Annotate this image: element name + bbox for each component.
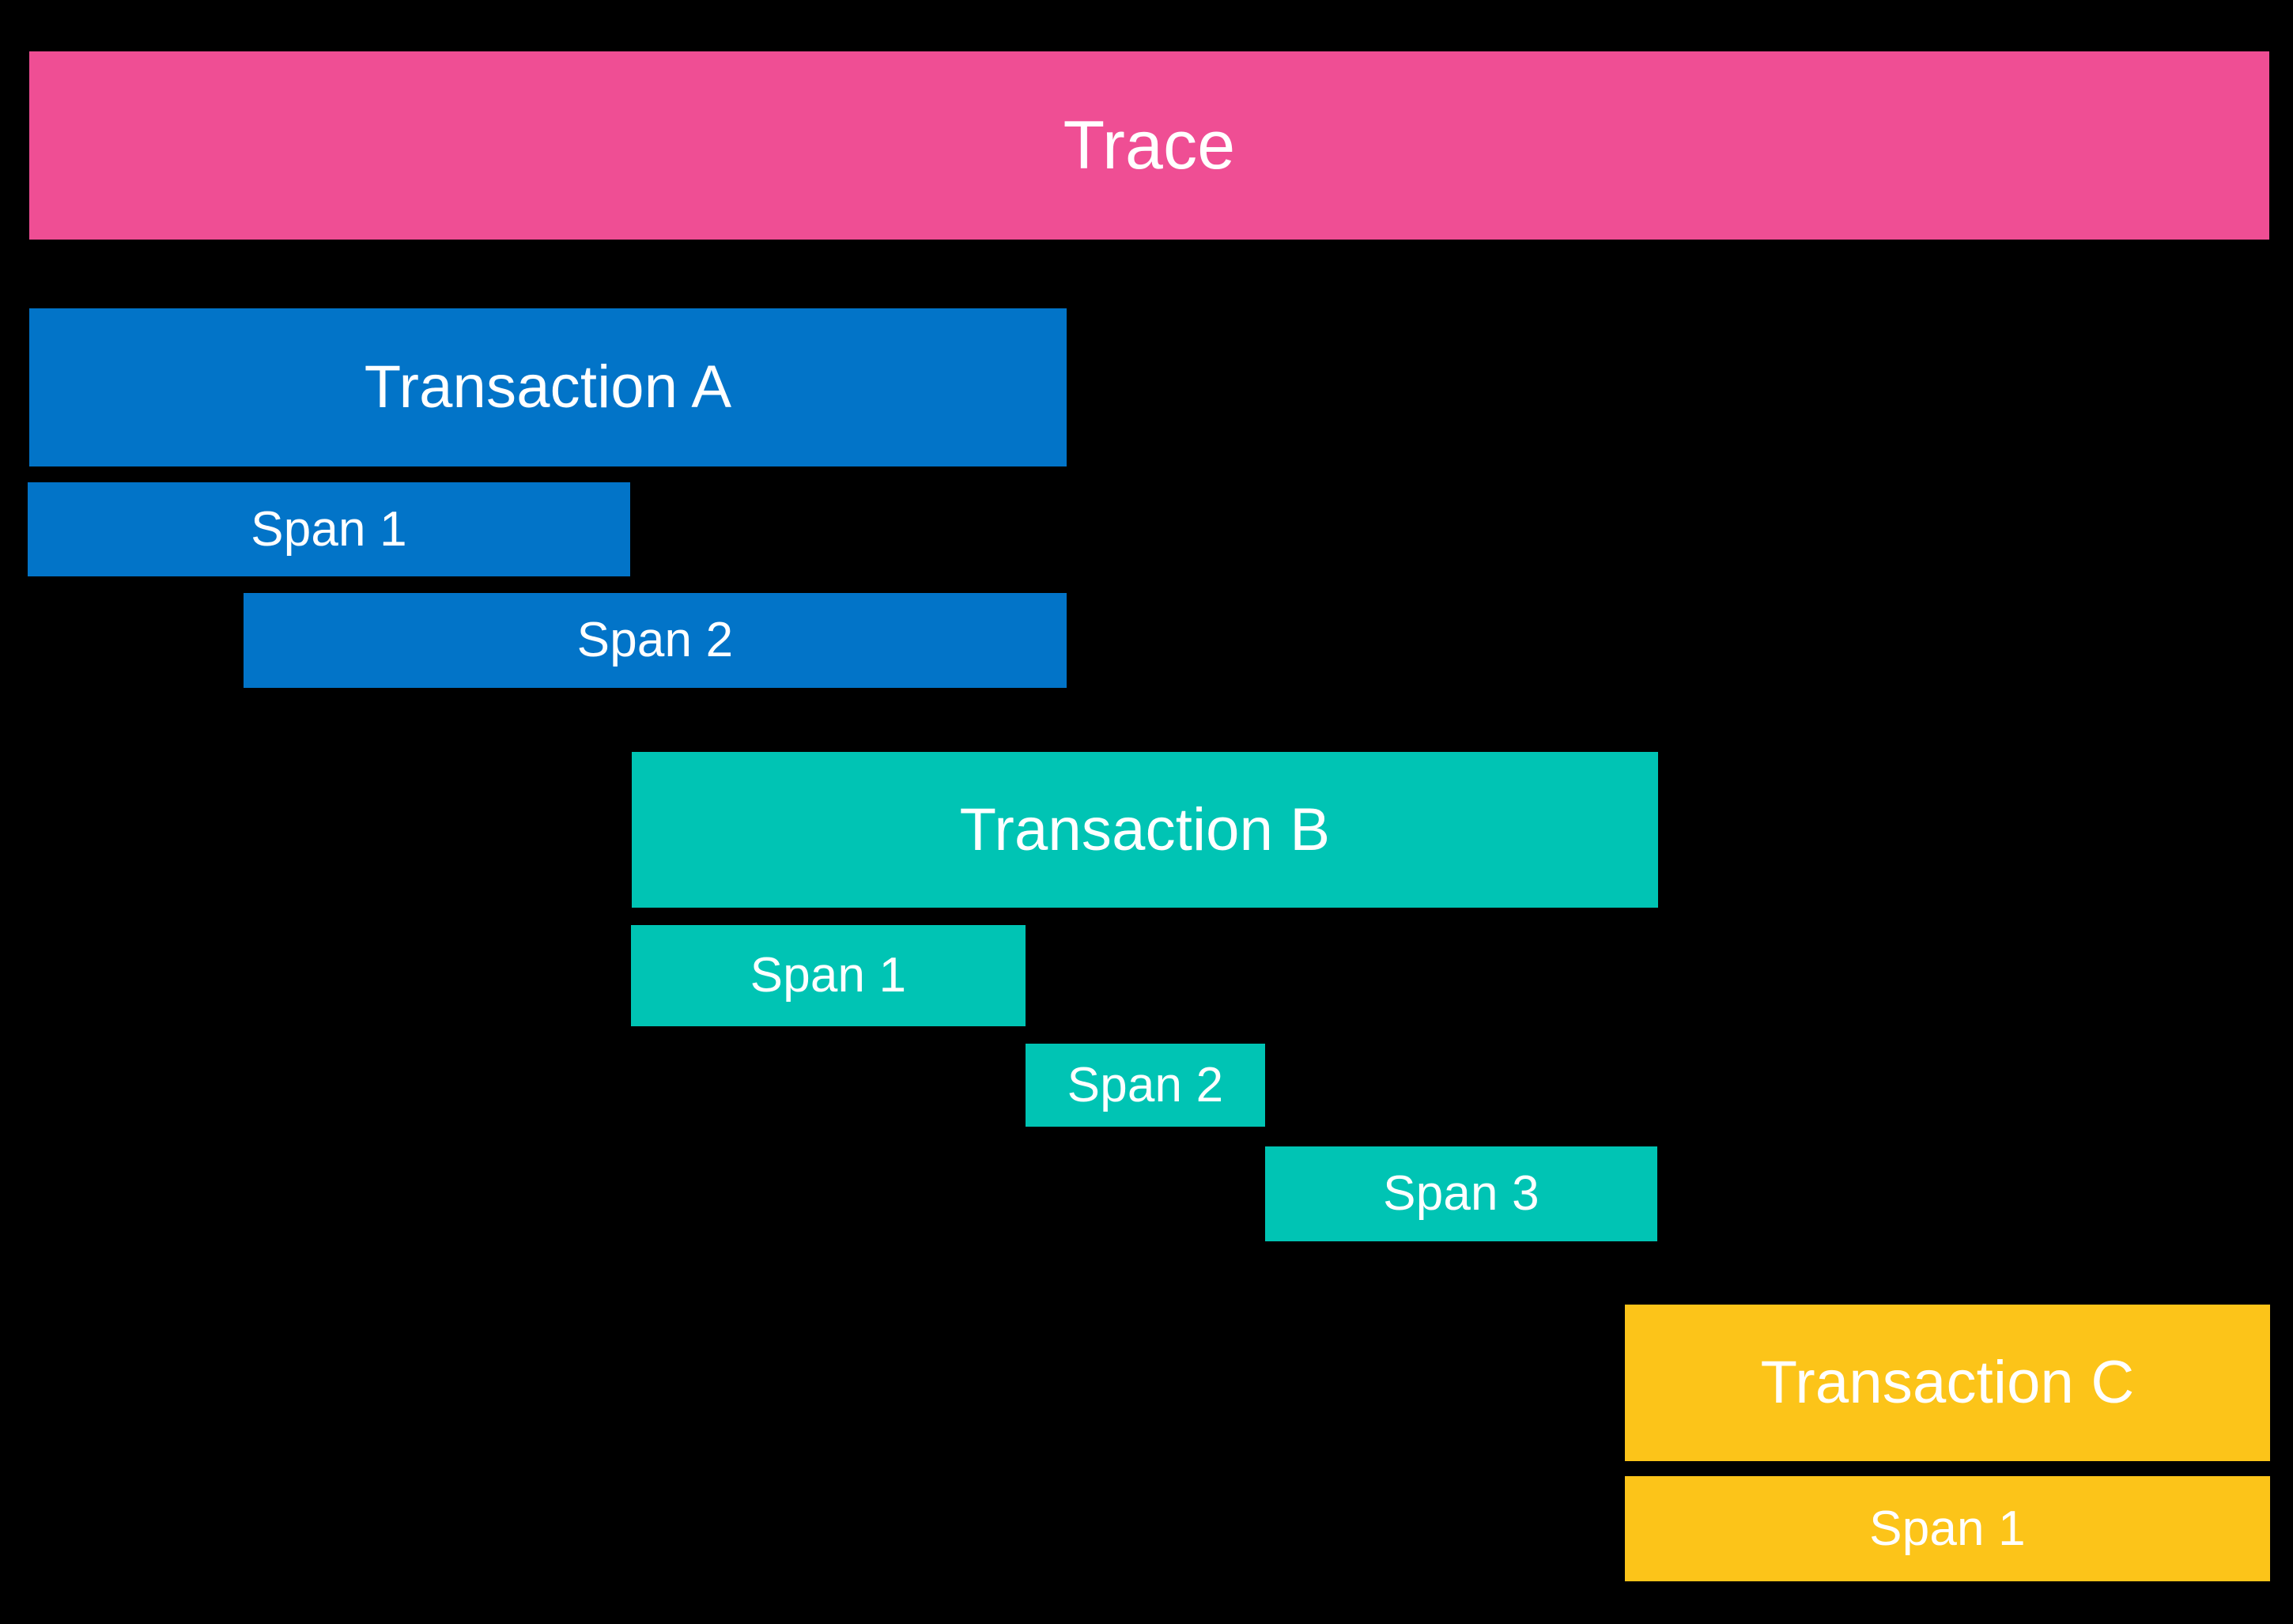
bar-transaction-b-span-2[interactable]: Span 2 [1026, 1044, 1265, 1127]
bar-label-trace: Trace [1063, 108, 1236, 183]
bar-label-transaction-b-span-3: Span 3 [1383, 1166, 1539, 1221]
bar-label-transaction-a-span-2: Span 2 [576, 613, 734, 667]
bar-transaction-b[interactable]: Transaction B [632, 752, 1658, 908]
bar-label-transaction-b-span-1: Span 1 [750, 948, 907, 1003]
bar-label-transaction-c: Transaction C [1760, 1349, 2135, 1416]
bar-transaction-c[interactable]: Transaction C [1625, 1305, 2270, 1461]
bar-transaction-a-span-2[interactable]: Span 2 [244, 593, 1067, 688]
bar-transaction-c-span-1[interactable]: Span 1 [1625, 1476, 2270, 1581]
bar-transaction-b-span-3[interactable]: Span 3 [1265, 1146, 1657, 1241]
bar-transaction-a[interactable]: Transaction A [29, 308, 1067, 466]
bar-transaction-a-span-1[interactable]: Span 1 [28, 482, 630, 576]
bar-label-transaction-a-span-1: Span 1 [251, 501, 407, 557]
bar-trace[interactable]: Trace [29, 51, 2269, 240]
bar-label-transaction-b: Transaction B [959, 795, 1331, 863]
bar-label-transaction-b-span-2: Span 2 [1067, 1057, 1224, 1112]
bar-label-transaction-c-span-1: Span 1 [1869, 1501, 2026, 1556]
bar-transaction-b-span-1[interactable]: Span 1 [631, 925, 1026, 1026]
bar-label-transaction-a: Transaction A [364, 353, 732, 421]
